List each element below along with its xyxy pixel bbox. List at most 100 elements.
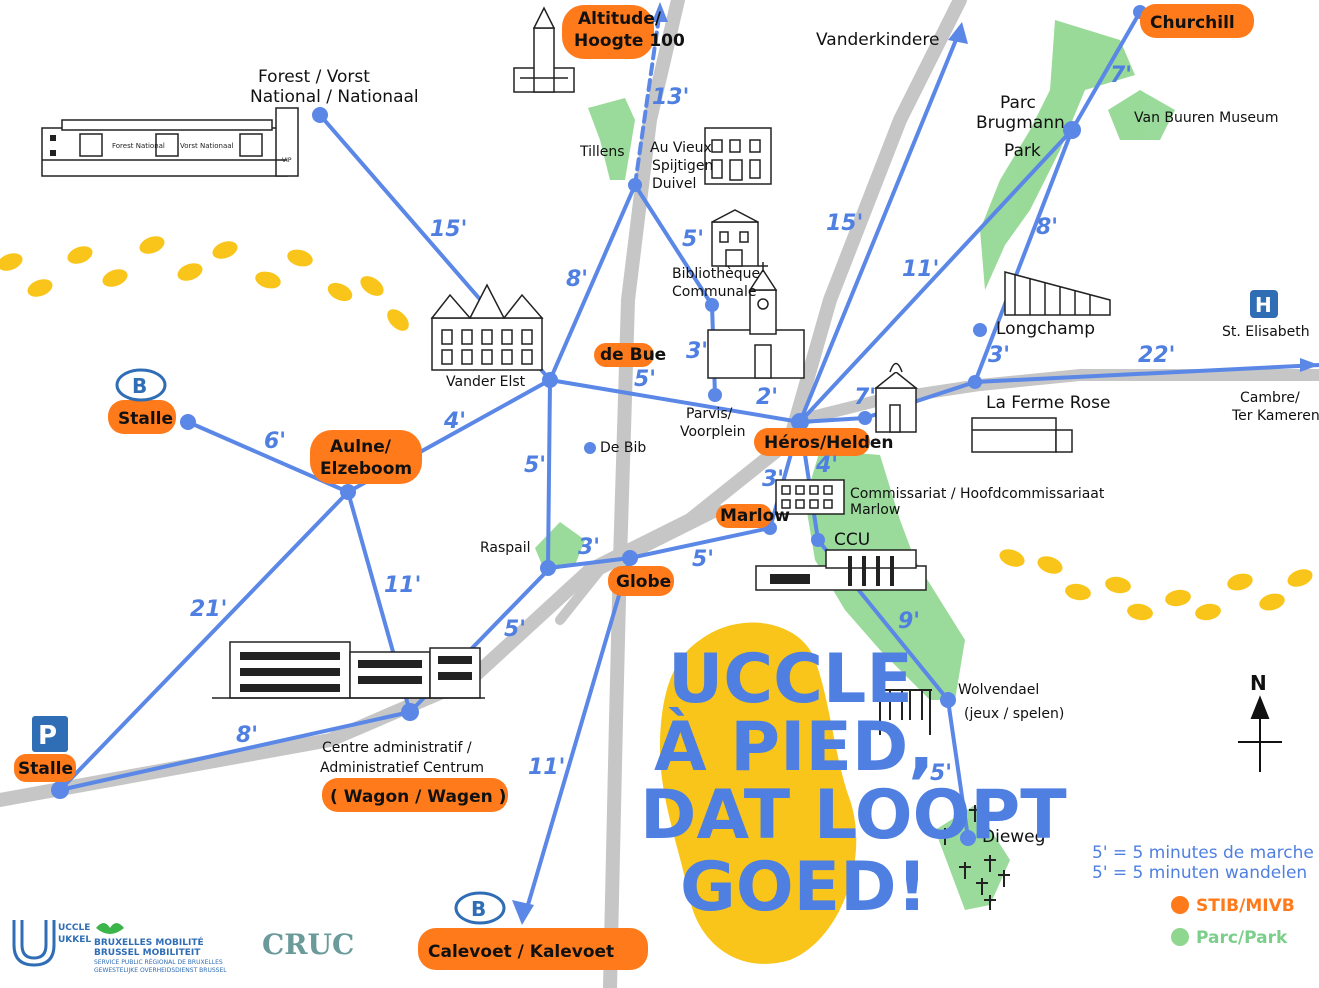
time-label: 15' xyxy=(826,211,863,236)
legend-park-dot xyxy=(1171,928,1189,946)
stop-altitude-label: Altitude/ xyxy=(578,9,662,29)
vander-elst-label: Vander Elst xyxy=(446,374,526,390)
cambre-label-1: Cambre/ xyxy=(1240,390,1300,406)
route-nodes xyxy=(51,5,1147,846)
road-diagonal-lower xyxy=(555,505,725,625)
hospital-label: H xyxy=(1255,293,1272,317)
uccle-logo-line-1: UCCLE xyxy=(58,923,90,933)
parc-brugmann-label-2: Brugmann xyxy=(976,113,1065,133)
park-tillens xyxy=(588,98,635,180)
centre-admin-building xyxy=(212,641,485,699)
stop-globe[interactable]: Globe xyxy=(608,566,674,596)
stop-marlow[interactable]: Marlow xyxy=(716,504,790,528)
cruc-logo: CRUC xyxy=(262,928,354,961)
longchamp-label: Longchamp xyxy=(996,319,1095,339)
time-label: 4' xyxy=(815,453,838,478)
time-label: 3' xyxy=(686,339,708,364)
time-label: 3' xyxy=(988,343,1010,368)
train-b-calevoet-icon: B xyxy=(454,891,506,925)
stop-altitude[interactable]: Altitude/ Hoogte 100 xyxy=(562,5,685,59)
legend-stib-label: STIB/MIVB xyxy=(1196,896,1295,916)
legend-park-label: Parc/Park xyxy=(1196,928,1288,948)
time-labels: 13' 15' 8' 5' 15' 11' 7' 8' 3' 22' 7' 2'… xyxy=(190,63,1175,786)
north-label: N xyxy=(1250,671,1267,695)
forest-national-label-2: National / Nationaal xyxy=(250,87,419,107)
time-label: 15' xyxy=(430,217,467,242)
stop-aulne[interactable]: Aulne/ Elzeboom xyxy=(310,430,422,484)
longchamp-building xyxy=(1004,271,1111,316)
stop-de-bue[interactable]: de Bue xyxy=(594,343,666,367)
vieux-spijtigen-label-1: Au Vieux xyxy=(650,140,712,156)
time-label: 9' xyxy=(898,609,920,634)
forest-sign-right: Vorst Nationaal xyxy=(180,142,234,150)
wolvendael-label-2: (jeux / spelen) xyxy=(964,706,1064,722)
stop-wagon-label: ( Wagon / Wagen ) xyxy=(330,787,506,807)
swings xyxy=(878,689,932,735)
time-label: 3' xyxy=(762,467,784,492)
time-label: 5' xyxy=(524,453,546,478)
stop-stalle-train-label: Stalle xyxy=(118,409,173,429)
legend-stib-dot xyxy=(1171,896,1189,914)
time-label: 5' xyxy=(692,547,714,572)
centre-admin-label-1: Centre administratif / xyxy=(322,740,472,756)
ccu-building xyxy=(755,549,927,591)
bibliotheque-building xyxy=(711,209,759,267)
legend-line-2: 5' = 5 minuten wandelen xyxy=(1092,863,1307,883)
park-van-buuren xyxy=(1108,90,1175,140)
stop-churchill[interactable]: Churchill xyxy=(1140,4,1254,38)
time-label: 4' xyxy=(443,409,466,434)
stop-stalle-parking-label: Stalle xyxy=(18,759,73,779)
stop-stalle-train[interactable]: Stalle xyxy=(108,400,176,434)
ferme-rose-building xyxy=(971,417,1073,453)
stop-wagon[interactable]: ( Wagon / Wagen ) xyxy=(322,778,508,812)
uccle-logo-line-2: UKKEL xyxy=(58,935,91,945)
time-label: 11' xyxy=(384,573,421,598)
stop-heros[interactable]: Héros/Helden xyxy=(754,428,894,456)
cruc-logo-text: CRUC xyxy=(262,928,354,961)
parvis-label-2: Voorplein xyxy=(680,424,746,440)
raspail-label: Raspail xyxy=(480,540,531,556)
church-building xyxy=(707,262,805,379)
de-bib-label: De Bib xyxy=(600,440,646,456)
time-label: 8' xyxy=(566,267,588,292)
title-line-2: À PIED, xyxy=(654,707,934,787)
van-buuren-label: Van Buuren Museum xyxy=(1134,110,1279,126)
la-ferme-rose-label: La Ferme Rose xyxy=(986,393,1110,413)
stop-calevoet[interactable]: Calevoet / Kalevoet xyxy=(418,928,648,970)
bxl-logo-line-3: SERVICE PUBLIC RÉGIONAL DE BRUXELLES xyxy=(94,958,223,966)
time-label: 6' xyxy=(264,429,286,454)
vieux-spijtigen-building xyxy=(704,127,772,185)
dieweg-label: Dieweg xyxy=(982,827,1045,847)
time-label: 8' xyxy=(236,723,258,748)
parking-label: P xyxy=(38,721,57,751)
vieux-spijtigen-label-2: Spijtigen xyxy=(652,158,713,174)
time-label: 11' xyxy=(528,755,565,780)
time-label: 22' xyxy=(1138,343,1175,368)
bxl-logo-line-1: BRUXELLES MOBILITÉ xyxy=(94,936,204,948)
hospital-icon: H xyxy=(1250,290,1278,318)
train-b-calevoet-label: B xyxy=(471,897,486,921)
uccle-logo: UCCLE UKKEL xyxy=(12,920,91,967)
vieux-spijtigen-label-3: Duivel xyxy=(652,176,696,192)
legend-line-1: 5' = 5 minutes de marche xyxy=(1092,843,1314,863)
title-line-3: DAT LOOPT xyxy=(640,776,1067,855)
forest-sign-left: Forest National xyxy=(112,142,165,150)
stop-globe-label: Globe xyxy=(616,572,671,592)
title: UCCLE À PIED, DAT LOOPT GOED! xyxy=(640,640,1067,927)
stop-aulne-label: Aulne/ xyxy=(330,437,392,457)
time-label: 5' xyxy=(504,617,526,642)
bxl-logo-line-2: BRUSSEL MOBILITEIT xyxy=(94,948,201,958)
bxl-logo-line-4: GEWESTELIJKE OVERHEIDSDIENST BRUSSEL xyxy=(94,967,227,974)
stop-stalle-parking[interactable]: Stalle xyxy=(14,754,76,782)
legend: 5' = 5 minutes de marche 5' = 5 minuten … xyxy=(1092,843,1314,948)
time-label: 5' xyxy=(682,227,704,252)
title-blob xyxy=(660,622,857,964)
forest-national-building: Forest National Vorst Nationaal VIP xyxy=(41,107,299,177)
stop-de-bue-label: de Bue xyxy=(600,345,666,365)
st-elisabeth-label: St. Elisabeth xyxy=(1222,324,1310,340)
time-label: 3' xyxy=(578,535,600,560)
parking-icon: P xyxy=(32,716,68,752)
place-labels: Forest / Vorst National / Nationaal Vand… xyxy=(250,30,1319,847)
centre-admin-label-2: Administratief Centrum xyxy=(320,760,484,776)
